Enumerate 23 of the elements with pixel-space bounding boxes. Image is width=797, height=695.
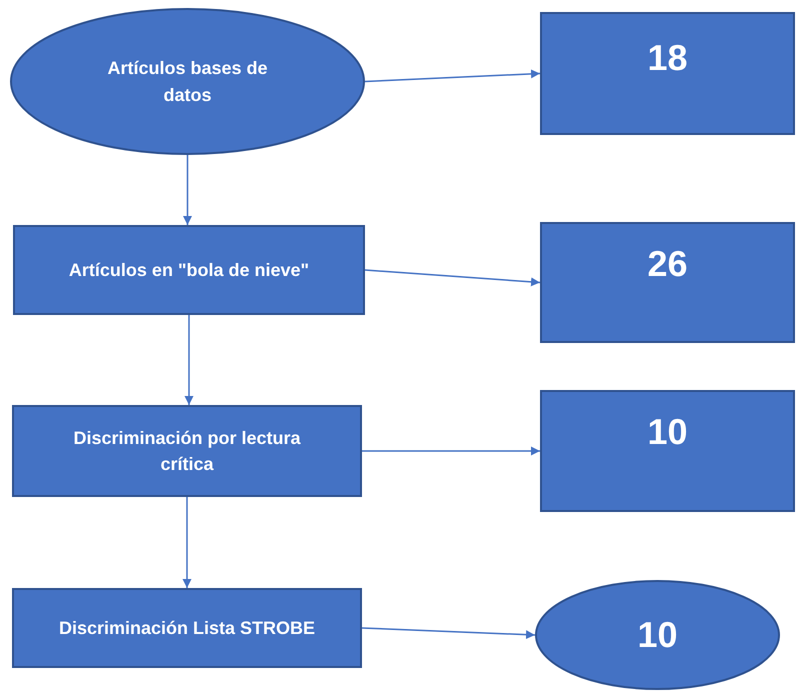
node-label: Artículos bases de datos [106, 57, 269, 106]
node-label: Discriminación Lista STROBE [58, 616, 316, 640]
ellipse-node [535, 580, 780, 690]
arrow [182, 497, 192, 588]
process-box [540, 12, 795, 135]
process-box [540, 390, 795, 512]
arrow [362, 627, 536, 640]
process-box [12, 405, 362, 497]
ellipse-node [10, 8, 365, 155]
arrow [364, 269, 540, 286]
arrow [183, 155, 192, 225]
process-box [12, 588, 362, 668]
process-box [540, 222, 795, 343]
count-label: 10 [637, 612, 678, 657]
arrow [184, 315, 194, 405]
count-label: 10 [647, 410, 688, 454]
count-label: 26 [647, 242, 688, 286]
node-label: Artículos en "bola de nieve" [68, 258, 310, 282]
arrow [364, 69, 540, 82]
process-box [13, 225, 365, 315]
node-label: Discriminación por lectura crítica [72, 426, 302, 476]
arrow [362, 446, 540, 456]
count-label: 18 [647, 36, 688, 80]
